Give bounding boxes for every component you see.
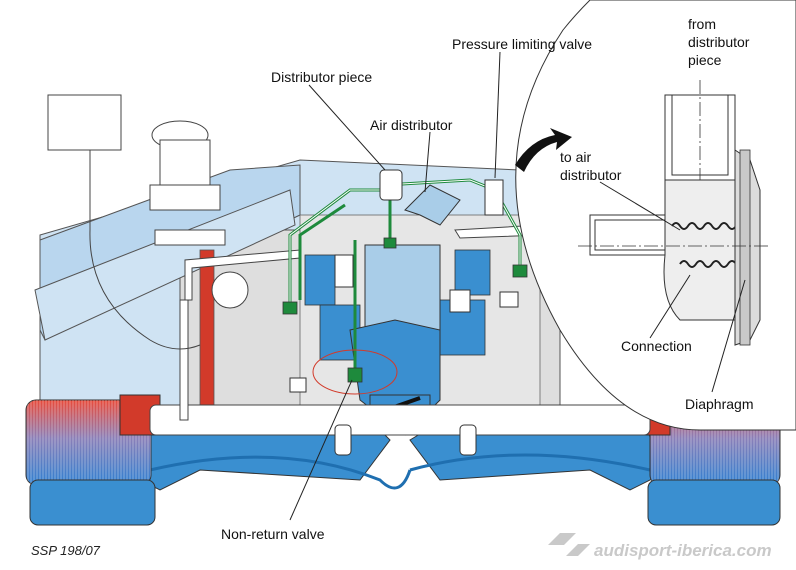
coolant-bar bbox=[199, 249, 215, 411]
label-diaphragm: Diaphragm bbox=[685, 396, 753, 412]
leader-lines bbox=[289, 51, 746, 521]
distributor-piece bbox=[379, 169, 403, 201]
small-valves bbox=[289, 254, 519, 456]
label-air-distributor: Air distributor bbox=[370, 117, 453, 133]
green-caps bbox=[282, 237, 528, 383]
top-left-box bbox=[47, 94, 201, 350]
air-distributor bbox=[404, 184, 461, 226]
label-inset-distributor-2: distributor bbox=[560, 167, 622, 183]
label-inset-piece: piece bbox=[688, 52, 722, 68]
highlight-ellipse bbox=[312, 349, 398, 395]
watermark-logo-icon bbox=[548, 533, 576, 545]
label-connection: Connection bbox=[621, 338, 692, 354]
watermark: audisport-iberica.com bbox=[548, 533, 772, 560]
left-radiator bbox=[25, 394, 161, 526]
label-pressure-limiting-valve: Pressure limiting valve bbox=[452, 36, 592, 52]
label-non-return-valve: Non-return valve bbox=[221, 526, 325, 542]
watermark-text: audisport-iberica.com bbox=[594, 541, 772, 560]
left-air-tube bbox=[34, 189, 296, 341]
pressure-limiting-valve bbox=[484, 179, 504, 216]
label-inset-from: from bbox=[688, 16, 716, 32]
valve-assembly-left bbox=[149, 120, 249, 309]
label-inset-distributor: distributor bbox=[688, 34, 750, 50]
label-distributor-piece: Distributor piece bbox=[271, 69, 372, 85]
figure-code: SSP 198/07 bbox=[31, 543, 101, 558]
label-inset-to-air: to air bbox=[560, 149, 591, 165]
